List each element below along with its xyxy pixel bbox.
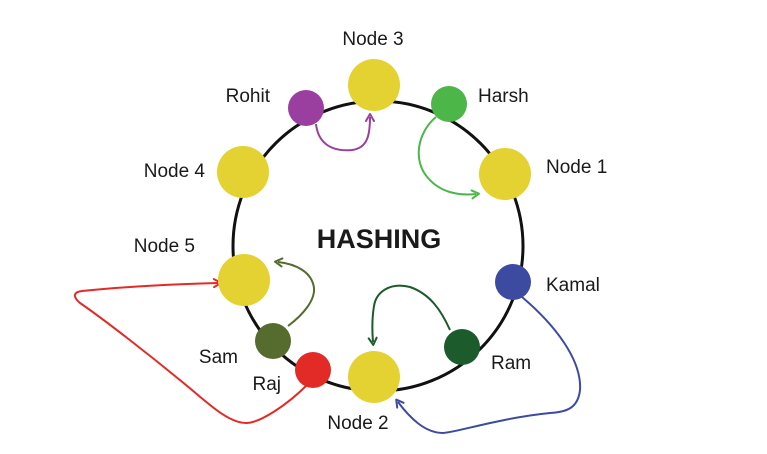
arrow-rohit-to-node-3: [315, 113, 375, 152]
sam-circle: [255, 323, 291, 359]
kamal-label: Kamal: [546, 275, 600, 296]
node-3-circle: [348, 59, 400, 111]
diagram-title: HASHING: [317, 224, 442, 254]
node-4-label: Node 4: [144, 161, 206, 182]
arrow-sam-to-node-5: [274, 257, 316, 327]
sam-label: Sam: [199, 347, 238, 368]
node-1-circle: [479, 148, 531, 200]
kamal-circle: [495, 264, 531, 300]
rohit-circle: [288, 90, 324, 126]
arrow-ram-to-node-2: [367, 284, 451, 346]
rohit-label: Rohit: [226, 86, 271, 107]
ram-label: Ram: [491, 353, 531, 374]
arrow-harsh-to-node-1: [417, 116, 480, 200]
node-3-label: Node 3: [342, 29, 403, 50]
node-4-circle: [217, 146, 269, 198]
raj-circle: [295, 352, 331, 388]
node-5-circle: [218, 254, 270, 306]
raj-label: Raj: [252, 374, 281, 395]
node-2-label: Node 2: [327, 413, 388, 434]
harsh-label: Harsh: [478, 86, 529, 107]
node-2-circle: [348, 351, 400, 403]
node-1-label: Node 1: [546, 157, 607, 178]
node-5-label: Node 5: [134, 236, 195, 257]
ram-circle: [444, 329, 480, 365]
arrow-kamal-to-node-2: [395, 296, 582, 435]
harsh-circle: [431, 86, 467, 122]
arrow-raj-to-node-5: [74, 278, 308, 425]
